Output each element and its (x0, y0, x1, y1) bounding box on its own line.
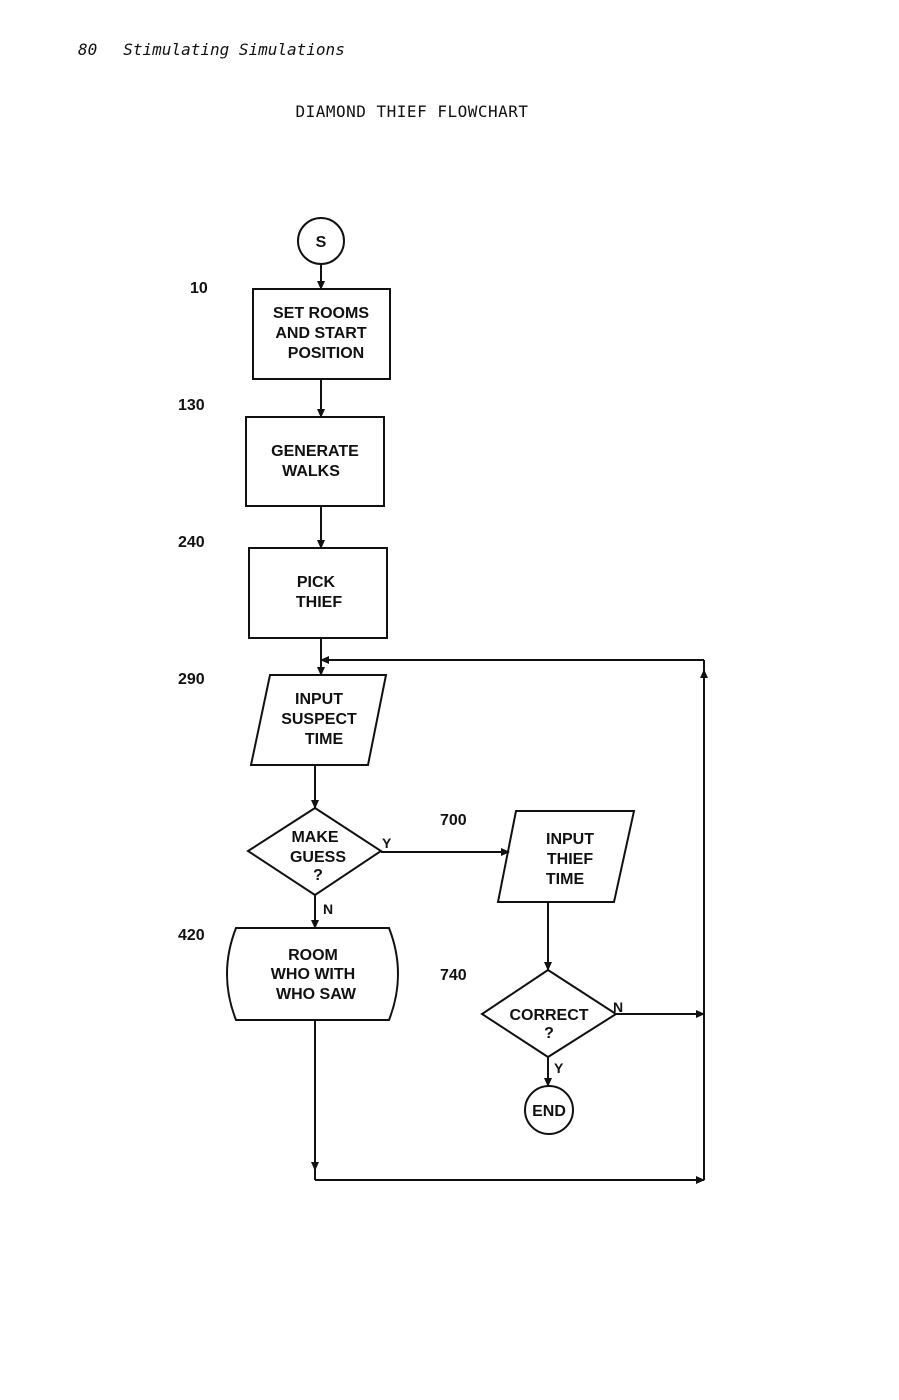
correct-no-label: N (613, 999, 623, 1015)
line-number-700: 700 (440, 812, 467, 829)
make-guess-line-1: MAKE (291, 829, 338, 846)
line-number-130: 130 (178, 397, 205, 414)
line-number-420: 420 (178, 927, 205, 944)
input-suspect-time-io: INPUT SUSPECT TIME (249, 674, 388, 766)
pick-thief-process: PICK THIEF (248, 547, 388, 639)
room-who-line-2: WHO WITH (271, 966, 355, 983)
input-suspect-line-1: INPUT (295, 691, 343, 708)
start-label: S (316, 234, 327, 251)
page-header: 80 Stimulating Simulations (78, 40, 345, 59)
room-who-line-1: ROOM (288, 947, 338, 964)
page-number: 80 (78, 40, 98, 59)
make-guess-line-3: ? (313, 867, 323, 884)
guess-no-label: N (323, 901, 333, 917)
end-label: END (532, 1103, 566, 1120)
correct-line-2: ? (544, 1025, 554, 1042)
room-who-line-3: WHO SAW (276, 986, 357, 1003)
input-thief-line-3: TIME (546, 871, 585, 888)
guess-yes-label: Y (382, 835, 392, 851)
line-number-740: 740 (440, 967, 467, 984)
correct-yes-label: Y (554, 1060, 564, 1076)
line-number-240: 240 (178, 534, 205, 551)
set-rooms-line-3: POSITION (288, 345, 364, 362)
input-thief-line-2: THIEF (547, 851, 593, 868)
pick-thief-line-2: THIEF (296, 594, 342, 611)
end-node: END (524, 1085, 574, 1135)
line-number-10: 10 (190, 280, 208, 297)
generate-walks-line-1: GENERATE (271, 443, 359, 460)
diagram-title: DIAMOND THIEF FLOWCHART (295, 102, 529, 121)
make-guess-line-2: GUESS (290, 849, 346, 866)
generate-walks-process: GENERATE WALKS (245, 416, 385, 507)
generate-walks-line-2: WALKS (282, 463, 340, 480)
set-rooms-process: SET ROOMS AND START POSITION (252, 288, 391, 380)
pick-thief-line-1: PICK (297, 574, 336, 591)
make-guess-decision: MAKE GUESS ? (246, 806, 383, 897)
set-rooms-line-2: AND START (275, 325, 366, 342)
running-title: Stimulating Simulations (123, 40, 345, 59)
input-thief-line-1: INPUT (546, 831, 594, 848)
set-rooms-line-1: SET ROOMS (273, 305, 369, 322)
input-suspect-line-2: SUSPECT (281, 711, 357, 728)
line-number-290: 290 (178, 671, 205, 688)
correct-decision: CORRECT ? (480, 968, 618, 1059)
room-who-display: ROOM WHO WITH WHO SAW (226, 927, 399, 1021)
start-node: S (297, 217, 345, 265)
correct-line-1: CORRECT (509, 1007, 588, 1024)
input-thief-time-io: INPUT THIEF TIME (496, 810, 636, 903)
input-suspect-line-3: TIME (305, 731, 344, 748)
